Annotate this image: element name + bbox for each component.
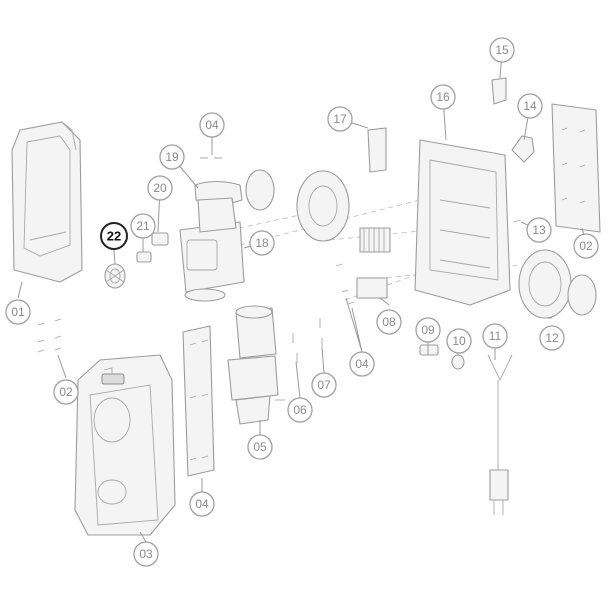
part-main-body [414,139,511,306]
part-fitting [136,251,152,263]
callout-label: 05 [253,440,267,454]
callout-17: 17 [327,106,353,132]
callout-16: 16 [430,84,456,110]
callout-02-right: 02 [573,233,599,259]
part-rear-housing [74,354,176,536]
callout-19: 19 [159,144,185,170]
callout-15: 15 [489,37,515,63]
callout-label: 16 [436,90,450,104]
callout-label: 11 [489,329,502,343]
callout-03: 03 [133,541,159,567]
callout-label: 07 [317,378,331,392]
callout-label: 13 [532,223,546,237]
callout-14: 14 [517,93,543,119]
callout-04-bottom: 04 [189,491,215,517]
callout-label: 02 [59,385,73,399]
callout-label: 03 [139,547,153,561]
callout-08: 08 [376,309,402,335]
callout-05: 05 [247,434,273,460]
part-bracket [511,135,535,163]
callout-label: 06 [293,403,307,417]
callout-label: 18 [255,236,269,250]
callout-07: 07 [311,372,337,398]
part-motor-casing [179,197,245,302]
part-washer [451,354,465,370]
callout-label: 08 [382,315,396,329]
callout-label: 15 [495,43,509,57]
callout-label: 21 [136,219,150,233]
part-front-cover [11,121,83,283]
leader-lines [17,51,587,543]
callout-label: 22 [107,229,121,244]
callout-01: 01 [5,299,31,325]
callout-label: 10 [452,334,466,348]
callout-11: 11 [482,323,508,349]
callout-label: 19 [165,150,179,164]
callout-label: 09 [421,323,435,337]
callout-label: 04 [195,497,209,511]
part-screw-13 [512,219,522,223]
callout-21: 21 [130,213,156,239]
part-side-panel-right [551,103,601,233]
part-screws-center [292,318,323,363]
callout-label: 02 [579,239,593,253]
callout-label: 14 [523,99,537,113]
callout-02-left: 02 [53,379,79,405]
part-wheel-center [245,169,350,242]
callout-label: 20 [153,181,167,195]
part-screws-left [37,318,62,353]
callout-label: 01 [11,305,25,319]
part-pump-assembly [227,305,285,425]
part-seal-ring [104,263,126,289]
callout-04-top: 04 [199,112,225,138]
part-wheel-right [518,249,597,319]
callout-20: 20 [147,175,173,201]
part-power-cord [487,354,513,515]
callout-22: 22 [100,222,128,250]
callout-06: 06 [287,397,313,423]
callout-10: 10 [446,328,472,354]
callout-18: 18 [249,230,275,256]
callout-label: 17 [333,112,347,126]
callout-09: 09 [415,317,441,343]
part-side-panel-left [182,325,215,477]
part-clip [491,77,507,105]
part-pin [151,232,169,246]
part-grill [356,227,391,299]
part-handle-insert [367,127,387,173]
part-screws-main [200,157,355,305]
callout-04-center: 04 [349,351,375,377]
callout-12: 12 [539,325,565,351]
callout-label: 12 [545,331,559,345]
callout-label: 04 [205,118,219,132]
callout-13: 13 [526,217,552,243]
part-nozzle [419,344,439,356]
callout-label: 04 [355,357,369,371]
